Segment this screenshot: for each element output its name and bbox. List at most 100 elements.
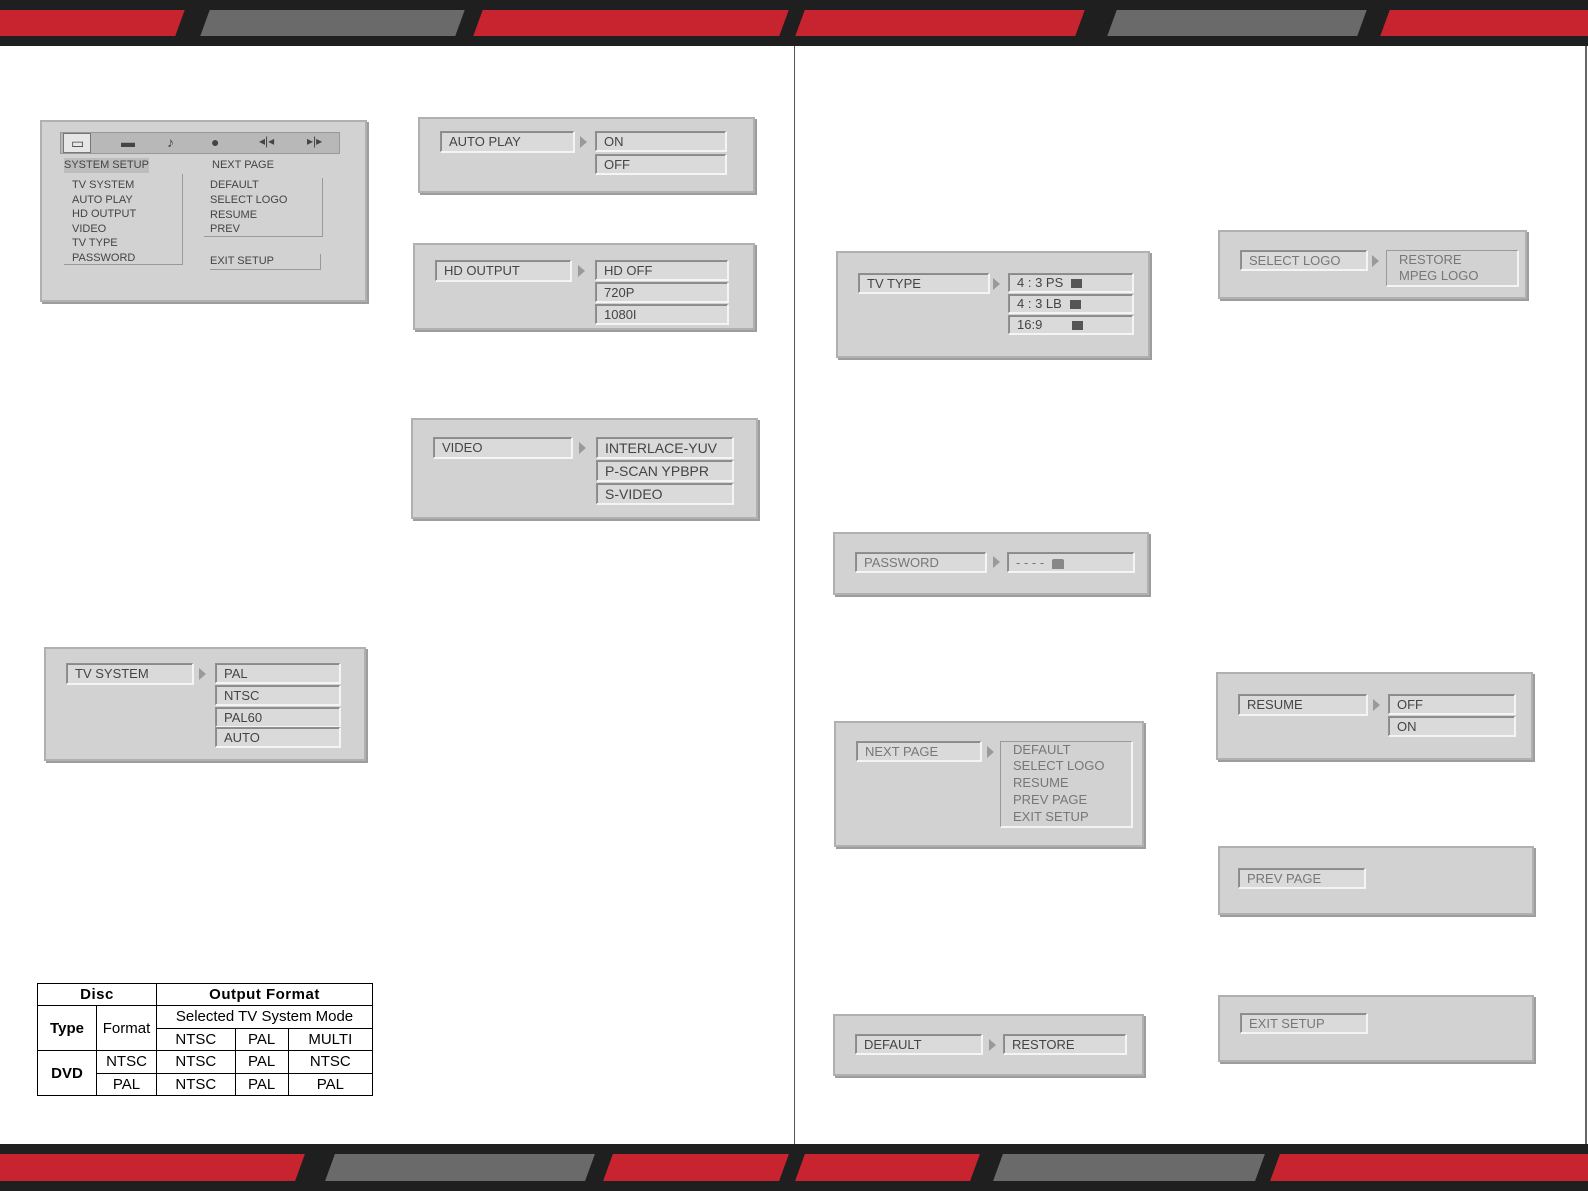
menu-item-video[interactable]: VIDEO bbox=[72, 223, 107, 235]
option-hd-off[interactable]: HD OFF bbox=[595, 260, 729, 281]
menu-item-select-logo[interactable]: SELECT LOGO bbox=[210, 194, 288, 206]
menu-item-resume[interactable]: RESUME bbox=[210, 209, 258, 221]
option-label: 16:9 bbox=[1017, 317, 1043, 332]
prev-page-button[interactable]: PREV PAGE bbox=[1238, 868, 1366, 889]
option-4-3-ps[interactable]: 4 : 3 PS bbox=[1008, 273, 1134, 293]
option-restore[interactable]: RESTORE bbox=[1003, 1034, 1127, 1055]
menu-item-password[interactable]: PASSWORD bbox=[72, 252, 136, 264]
option-exit-setup[interactable]: EXIT SETUP bbox=[1013, 809, 1089, 824]
option-on[interactable]: ON bbox=[1388, 716, 1516, 737]
system-setup-left-list: TV SYSTEM AUTO PLAY HD OUTPUT VIDEO TV T… bbox=[64, 174, 183, 265]
header-red-stripe bbox=[473, 10, 789, 36]
option-s-video[interactable]: S-VIDEO bbox=[596, 483, 734, 505]
option-label: 4 : 3 LB bbox=[1017, 296, 1062, 311]
footer-red-stripe bbox=[603, 1154, 789, 1181]
select-logo-label: SELECT LOGO bbox=[1240, 250, 1368, 271]
mode-multi: MULTI bbox=[287, 1027, 374, 1051]
footer-red-stripe bbox=[795, 1154, 980, 1181]
lock-icon bbox=[1052, 558, 1065, 569]
option-off[interactable]: OFF bbox=[1388, 694, 1516, 715]
option-ntsc[interactable]: NTSC bbox=[215, 685, 341, 706]
table-cell: NTSC bbox=[287, 1050, 374, 1074]
option-default[interactable]: DEFAULT bbox=[1013, 742, 1071, 757]
option-resume[interactable]: RESUME bbox=[1013, 775, 1069, 790]
arrow-right-icon bbox=[199, 668, 206, 680]
menu-item-hd-output[interactable]: HD OUTPUT bbox=[72, 208, 137, 220]
arrow-right-icon bbox=[1373, 699, 1380, 711]
type-header: Type bbox=[38, 1006, 97, 1050]
music-note-icon[interactable]: ♪ bbox=[167, 134, 174, 150]
next-page-heading: NEXT PAGE bbox=[212, 159, 274, 171]
resume-label: RESUME bbox=[1238, 694, 1368, 716]
menu-item-auto-play[interactable]: AUTO PLAY bbox=[72, 194, 133, 206]
disc-icon[interactable]: ● bbox=[211, 134, 220, 150]
aspect-ratio-icon bbox=[1071, 279, 1083, 289]
option-mpeg-logo[interactable]: MPEG LOGO bbox=[1399, 268, 1479, 283]
table-cell: PAL bbox=[287, 1072, 374, 1096]
password-input[interactable]: - - - - bbox=[1007, 552, 1135, 573]
header-gray-stripe bbox=[200, 10, 465, 36]
footer-gray-stripe bbox=[325, 1154, 595, 1181]
next-page-options: DEFAULT SELECT LOGO RESUME PREV PAGE EXI… bbox=[1000, 741, 1133, 828]
tv-type-label: TV TYPE bbox=[858, 273, 990, 294]
menu-item-tv-system[interactable]: TV SYSTEM bbox=[72, 179, 135, 191]
default-panel: DEFAULT RESTORE bbox=[833, 1014, 1144, 1076]
default-label: DEFAULT bbox=[855, 1034, 983, 1055]
speaker-icon[interactable]: ▬ bbox=[121, 134, 135, 150]
page-edge bbox=[1585, 46, 1587, 1144]
password-value: - - - - bbox=[1016, 555, 1045, 570]
menu-item-prev[interactable]: PREV bbox=[210, 223, 240, 235]
option-16-9[interactable]: 16:9 bbox=[1008, 315, 1134, 335]
password-panel: PASSWORD - - - - bbox=[833, 532, 1149, 595]
footer-red-stripe bbox=[0, 1154, 305, 1181]
selected-mode-header: Selected TV System Mode bbox=[156, 1005, 373, 1029]
menu-item-exit-setup[interactable]: EXIT SETUP bbox=[210, 254, 321, 270]
table-cell: NTSC bbox=[156, 1072, 236, 1096]
table-cell: NTSC bbox=[97, 1051, 156, 1074]
setup-tab-bar: ▭ ▬ ♪ ● ◂|◂ ▸|▸ bbox=[60, 132, 340, 154]
header-red-stripe bbox=[795, 10, 1085, 36]
menu-item-default[interactable]: DEFAULT bbox=[210, 179, 259, 191]
footer-red-stripe bbox=[1270, 1154, 1588, 1181]
option-select-logo[interactable]: SELECT LOGO bbox=[1013, 758, 1105, 773]
password-label: PASSWORD bbox=[855, 552, 987, 573]
option-auto[interactable]: AUTO bbox=[215, 727, 341, 748]
format-header: Format bbox=[102, 1019, 151, 1037]
prev-page-panel: PREV PAGE bbox=[1218, 846, 1534, 915]
arrow-right-icon bbox=[993, 556, 1000, 568]
option-prev-page[interactable]: PREV PAGE bbox=[1013, 792, 1088, 807]
exit-setup-button[interactable]: EXIT SETUP bbox=[1240, 1013, 1368, 1034]
option-off[interactable]: OFF bbox=[595, 154, 727, 175]
option-interlace-yuv[interactable]: INTERLACE-YUV bbox=[596, 437, 734, 459]
system-setup-panel: ▭ ▬ ♪ ● ◂|◂ ▸|▸ SYSTEM SETUP NEXT PAGE T… bbox=[40, 120, 367, 302]
option-pal60[interactable]: PAL60 bbox=[215, 707, 341, 728]
option-p-scan-ypbpr[interactable]: P-SCAN YPBPR bbox=[596, 460, 734, 482]
system-setup-heading: SYSTEM SETUP bbox=[64, 158, 149, 173]
tv-type-panel: TV TYPE 4 : 3 PS 4 : 3 LB 16:9 bbox=[836, 251, 1150, 358]
aspect-ratio-icon bbox=[1069, 300, 1081, 310]
option-4-3-lb[interactable]: 4 : 3 LB bbox=[1008, 294, 1134, 314]
menu-item-tv-type[interactable]: TV TYPE bbox=[72, 237, 118, 249]
auto-play-label: AUTO PLAY bbox=[440, 131, 575, 153]
dvd-label: DVD bbox=[38, 1051, 97, 1095]
auto-play-panel: AUTO PLAY ON OFF bbox=[418, 117, 755, 193]
monitor-icon: ▭ bbox=[71, 135, 85, 151]
fast-forward-icon[interactable]: ▸|▸ bbox=[307, 134, 323, 148]
rewind-icon[interactable]: ◂|◂ bbox=[259, 134, 275, 148]
option-pal[interactable]: PAL bbox=[215, 663, 341, 684]
arrow-right-icon bbox=[1372, 255, 1379, 267]
tv-system-panel: TV SYSTEM PAL NTSC PAL60 AUTO bbox=[44, 647, 366, 761]
option-1080i[interactable]: 1080I bbox=[595, 304, 729, 325]
option-restore[interactable]: RESTORE bbox=[1399, 252, 1462, 267]
next-page-panel: NEXT PAGE DEFAULT SELECT LOGO RESUME PRE… bbox=[834, 721, 1144, 847]
hd-output-label: HD OUTPUT bbox=[435, 260, 572, 282]
output-format-table: Disc Output Format Type Format Selected … bbox=[37, 983, 374, 1096]
mode-pal: PAL bbox=[234, 1027, 289, 1051]
arrow-right-icon bbox=[580, 136, 587, 148]
tab-general[interactable]: ▭ bbox=[63, 133, 91, 153]
option-720p[interactable]: 720P bbox=[595, 282, 729, 303]
type-format-cell: Type Format bbox=[37, 1005, 157, 1051]
option-on[interactable]: ON bbox=[595, 131, 727, 152]
exit-setup-panel: EXIT SETUP bbox=[1218, 995, 1534, 1062]
table-cell: PAL bbox=[112, 1076, 141, 1093]
